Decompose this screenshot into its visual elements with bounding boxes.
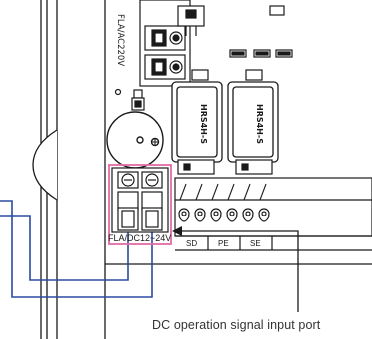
terminal-strip — [174, 177, 372, 251]
dc-voltage-label: FLA/DC12~24V — [108, 233, 171, 243]
callout-pointer — [172, 226, 299, 312]
relay-icon — [171, 81, 279, 163]
terminal-se-label: SE — [250, 239, 261, 248]
enclosure-rails — [32, 0, 58, 339]
screw-terminal-icon — [151, 29, 183, 76]
capacitor-icon — [177, 159, 273, 175]
pcb-board — [104, 0, 372, 339]
top-components — [114, 5, 293, 111]
signal-wires — [0, 200, 153, 298]
buzzer-icon — [106, 111, 164, 169]
terminal-pe-label: PE — [218, 239, 229, 248]
ac-terminal-block — [139, 0, 191, 87]
ac-voltage-label: FLA/AC220V — [115, 14, 125, 66]
dc-terminal-block — [111, 167, 169, 233]
terminal-sd-label: SD — [186, 239, 197, 248]
dc-port-highlight — [108, 164, 172, 245]
dc-port-caption: DC operation signal input port — [152, 318, 321, 332]
relay-2-label: HRS4H-S — [255, 104, 264, 144]
relay-1-label: HRS4H-S — [199, 104, 208, 144]
